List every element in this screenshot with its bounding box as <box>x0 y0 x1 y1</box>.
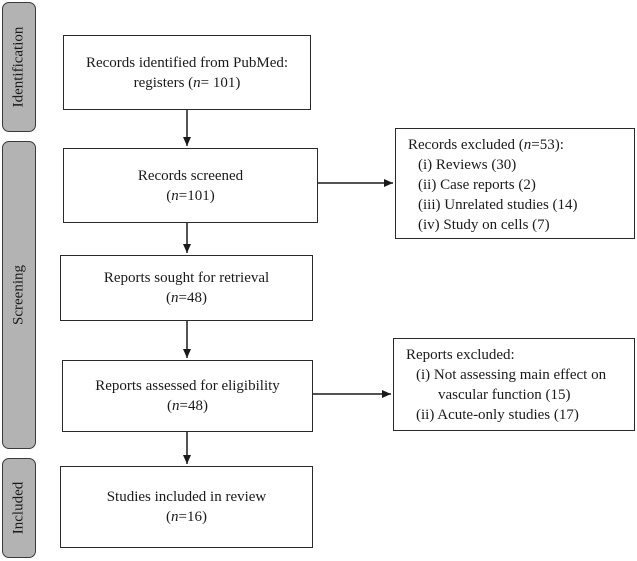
reports-excluded-title: Reports excluded: <box>406 347 515 363</box>
records-identified-line1: Records identified from PubMed: <box>85 54 289 71</box>
studies-included-label: Studies included in review <box>106 489 267 505</box>
box-records-identified: Records identified from PubMed: register… <box>63 35 311 110</box>
records-excluded-item: (i) Reviews (30) <box>418 157 517 173</box>
reports-excluded-item: (ii) Acute-only studies (17) <box>416 407 579 423</box>
records-excluded-item: (iv) Study on cells (7) <box>418 217 550 233</box>
records-screened-label: Records screened <box>137 167 244 184</box>
records-identified-line2: registers (n= 101) <box>133 74 241 91</box>
box-studies-included: Studies included in review (n=16) <box>60 466 313 548</box>
box-records-excluded: Records excluded (n=53): (i) Reviews (30… <box>395 128 635 239</box>
box-reports-assessed: Reports assessed for eligibility (n=48) <box>62 360 313 432</box>
reports-assessed-count: (n=48) <box>167 398 208 414</box>
reports-sought-label: Reports sought for retrieval <box>103 270 270 286</box>
phase-included: Included <box>2 458 36 558</box>
records-excluded-item: (iii) Unrelated studies (14) <box>418 197 578 213</box>
records-screened-count: (n=101) <box>166 187 215 204</box>
box-reports-sought: Reports sought for retrieval (n=48) <box>60 255 313 321</box>
reports-excluded-item-continuation: vascular function (15) <box>438 387 571 403</box>
reports-excluded-item: (i) Not assessing main effect on <box>416 367 607 383</box>
reports-sought-count: (n=48) <box>166 290 207 306</box>
box-reports-excluded: Reports excluded: (i) Not assessing main… <box>393 338 635 431</box>
reports-assessed-label: Reports assessed for eligibility <box>95 378 280 394</box>
phase-screening: Screening <box>2 141 36 449</box>
box-records-screened: Records screened (n=101) <box>63 148 318 223</box>
studies-included-count: (n=16) <box>166 509 207 525</box>
phase-identification: Identification <box>2 2 36 132</box>
records-excluded-item: (ii) Case reports (2) <box>418 177 536 193</box>
records-excluded-title: Records excluded (n=53): <box>408 137 564 153</box>
